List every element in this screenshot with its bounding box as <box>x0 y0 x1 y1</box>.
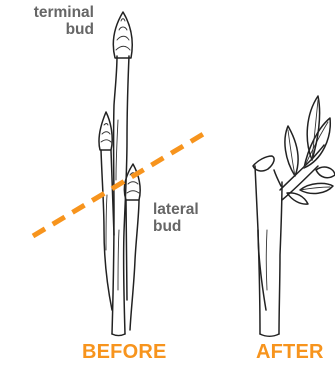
before-label: BEFORE <box>82 341 167 364</box>
after-stem <box>253 96 335 336</box>
after-label: AFTER <box>256 341 324 364</box>
